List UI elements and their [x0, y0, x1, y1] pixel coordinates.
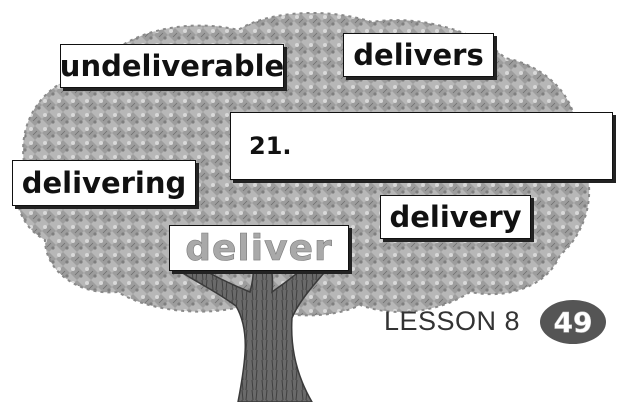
word-card-delivery: delivery: [380, 195, 531, 239]
root-word: deliver: [185, 227, 333, 269]
lesson-label: LESSON 8: [384, 306, 521, 336]
word-undeliverable: undeliverable: [59, 49, 285, 83]
word-delivers: delivers: [353, 38, 484, 72]
root-word-card: deliver: [169, 225, 349, 271]
word-delivering: delivering: [21, 166, 187, 200]
page-number-badge: 49: [540, 300, 606, 344]
answer-number: 21.: [249, 132, 292, 160]
word-card-delivering: delivering: [12, 160, 196, 206]
word-card-undeliverable: undeliverable: [60, 44, 284, 88]
word-card-delivers: delivers: [343, 33, 494, 77]
word-delivery: delivery: [389, 200, 522, 234]
answer-box[interactable]: 21.: [230, 112, 613, 180]
page-number: 49: [553, 305, 593, 339]
